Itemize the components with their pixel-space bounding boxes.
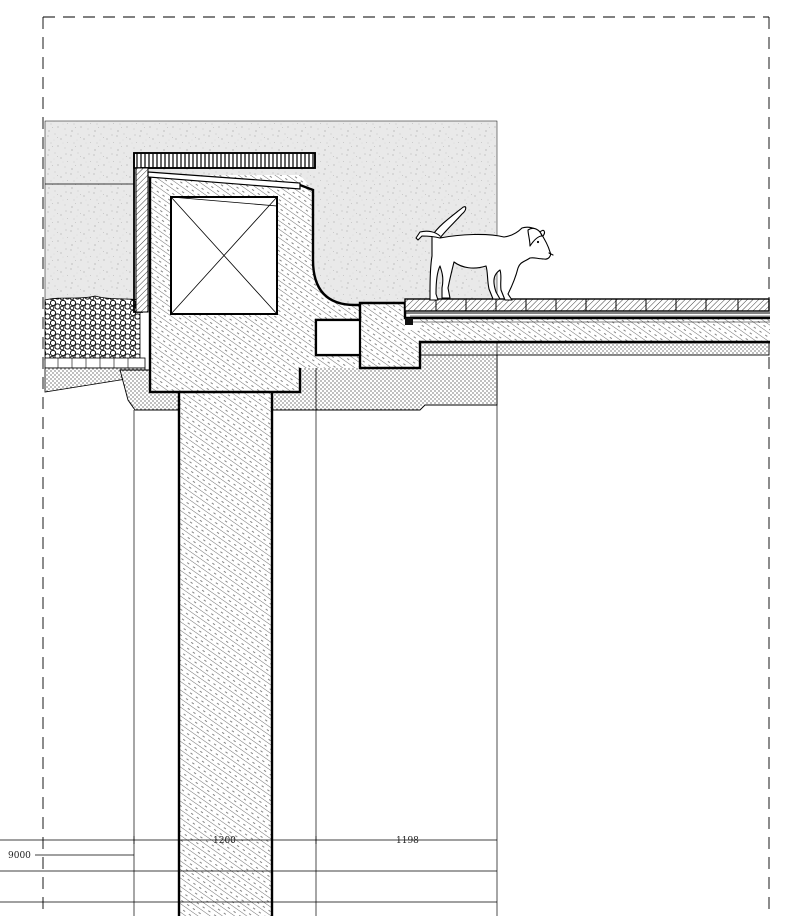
dimension-label: 9000 [8,851,31,861]
column [179,390,272,916]
dashed-frame [42,16,770,916]
planting-bed [44,295,146,393]
dog-figure [415,206,554,301]
window-opening [170,196,278,315]
dimension-lines [0,836,497,903]
coping [133,152,316,313]
terrace-deck [404,298,770,325]
reference-lines [133,341,498,916]
dimension-label: 1198 [396,836,419,846]
dimension-label: 1200 [213,836,236,846]
